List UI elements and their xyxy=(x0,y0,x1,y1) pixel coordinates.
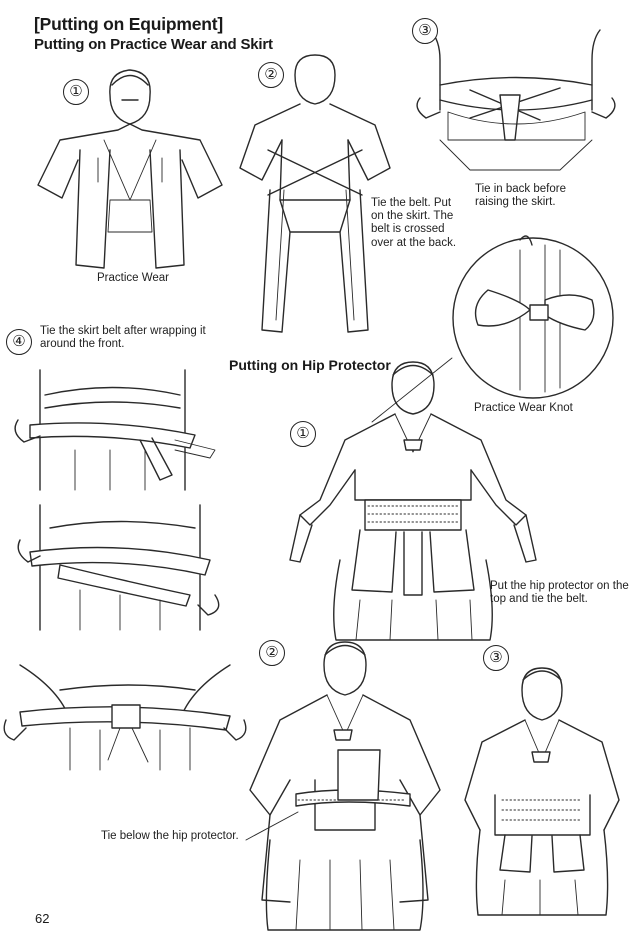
hip-step-number-1: ① xyxy=(290,421,316,447)
step-number-3: ③ xyxy=(412,18,438,44)
tie-back-figure xyxy=(416,29,616,171)
practice-wear-caption: Practice Wear xyxy=(97,272,170,284)
hip-protector-step2-figure xyxy=(245,641,441,931)
skirt-belt-front-figure xyxy=(14,369,216,491)
knot-detail-figure xyxy=(371,235,614,423)
hip-step-number-2: ② xyxy=(259,640,285,666)
belt-back-figure xyxy=(239,54,391,333)
step-number-2: ② xyxy=(258,62,284,88)
tie-below-caption: Tie below the hip protector. xyxy=(101,830,239,842)
tie-back-caption: Tie in back before raising the skirt. xyxy=(475,183,566,209)
page-number: 62 xyxy=(35,911,50,926)
page-title: [Putting on Equipment] xyxy=(34,14,224,34)
knot-caption: Practice Wear Knot xyxy=(474,402,573,414)
hip-protector-caption: Put the hip protector on the top and tie… xyxy=(490,580,629,606)
skirt-belt-caption: Tie the skirt belt after wrapping it aro… xyxy=(40,325,206,351)
practice-wear-figure xyxy=(37,69,223,269)
hip-step-number-3: ③ xyxy=(483,645,509,671)
skirt-belt-tie-figure xyxy=(3,664,247,771)
hip-protector-step3-figure xyxy=(464,667,620,916)
skirt-belt-wrap-figure xyxy=(17,504,220,631)
step-number-1: ① xyxy=(63,79,89,105)
page-subtitle: Putting on Practice Wear and Skirt xyxy=(34,36,273,53)
hip-protector-title: Putting on Hip Protector xyxy=(229,357,391,373)
step-number-4: ④ xyxy=(6,329,32,355)
belt-caption: Tie the belt. Put on the skirt. The belt… xyxy=(371,197,457,249)
hip-protector-step1-figure xyxy=(289,361,537,641)
